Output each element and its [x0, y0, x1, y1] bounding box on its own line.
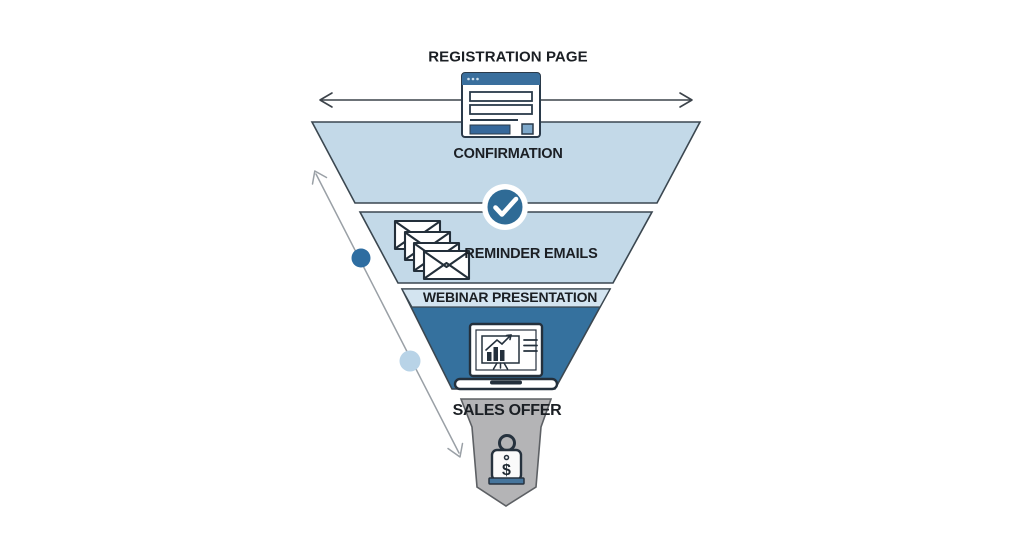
timeline-progress-arrow-icon: [311, 170, 464, 458]
price-tag-icon: $: [488, 434, 525, 485]
laptop-chart-icon: [453, 322, 559, 391]
stage-confirmation-shape: [310, 121, 702, 204]
envelope-icon: [422, 249, 471, 281]
stage-label-reminder-emails: REMINDER EMAILS: [464, 246, 598, 262]
stage-label-webinar-presentation: WEBINAR PRESENTATION: [422, 289, 598, 305]
stage-webinar-presentation-header-band: [400, 288, 612, 308]
dollar-symbol: $: [502, 462, 511, 479]
title-registration-page: REGISTRATION PAGE: [428, 48, 588, 66]
timeline-dot-dark: [351, 248, 371, 268]
email-stack-icon: [393, 219, 471, 281]
check-circle-icon: [482, 184, 528, 230]
timeline-dot-light: [399, 350, 421, 372]
stage-label-confirmation: CONFIRMATION: [453, 146, 563, 162]
browser-form-icon: [461, 72, 541, 138]
stage-label-sales-offer: SALES OFFER: [452, 402, 562, 419]
